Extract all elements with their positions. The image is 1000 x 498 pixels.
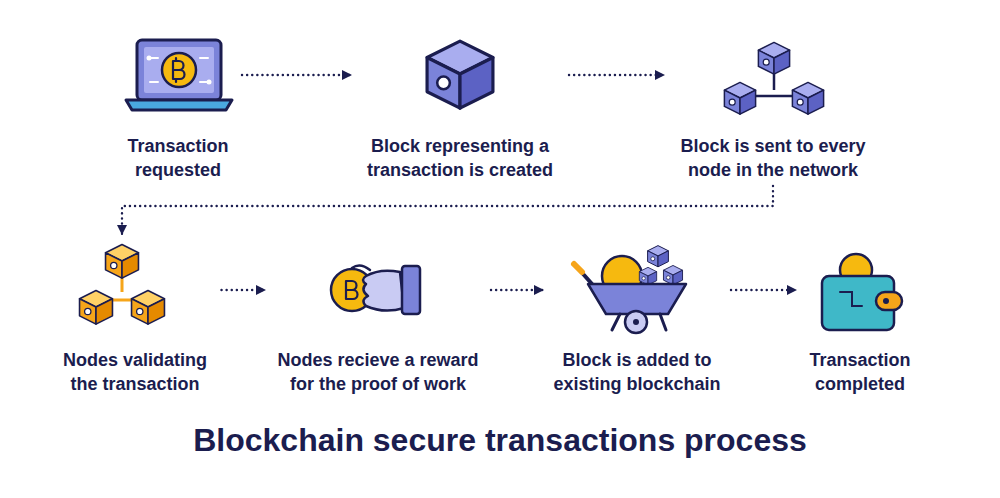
diagram-title: Blockchain secure transactions process xyxy=(0,420,1000,460)
network-icon xyxy=(724,42,823,114)
process-step: Nodes validating the transaction xyxy=(53,236,218,396)
wallet-icon xyxy=(822,254,902,330)
dotted-arrow xyxy=(731,289,796,291)
dotted-arrow xyxy=(569,74,664,76)
step-caption: Transaction requested xyxy=(118,134,238,182)
process-step: Block representing a transaction is crea… xyxy=(355,38,565,182)
dotted-arrow xyxy=(222,289,266,291)
laptop-icon xyxy=(126,40,232,110)
wheelbarrow-icon xyxy=(574,246,686,333)
process-step: Transaction completed xyxy=(800,236,920,396)
step-caption: Block is sent to every node in the netwo… xyxy=(668,134,878,182)
validating-blocks-icon xyxy=(80,245,165,325)
step-caption: Block is added to existing blockchain xyxy=(547,348,727,396)
dotted-arrow xyxy=(242,74,351,76)
step-caption: Nodes validating the transaction xyxy=(53,348,218,396)
dotted-arrow xyxy=(122,186,773,234)
process-step: Block is sent to every node in the netwo… xyxy=(668,38,878,182)
step-caption: Block representing a transaction is crea… xyxy=(355,134,565,182)
process-step: Nodes recieve a reward for the proof of … xyxy=(269,236,487,396)
process-step: Transaction requested xyxy=(118,38,238,182)
step-caption: Nodes recieve a reward for the proof of … xyxy=(269,348,487,396)
block-icon xyxy=(427,41,493,108)
reward-hand-icon xyxy=(331,265,420,314)
dotted-arrow xyxy=(491,289,543,291)
step-caption: Transaction completed xyxy=(800,348,920,396)
process-step: Block is added to existing blockchain xyxy=(547,236,727,396)
